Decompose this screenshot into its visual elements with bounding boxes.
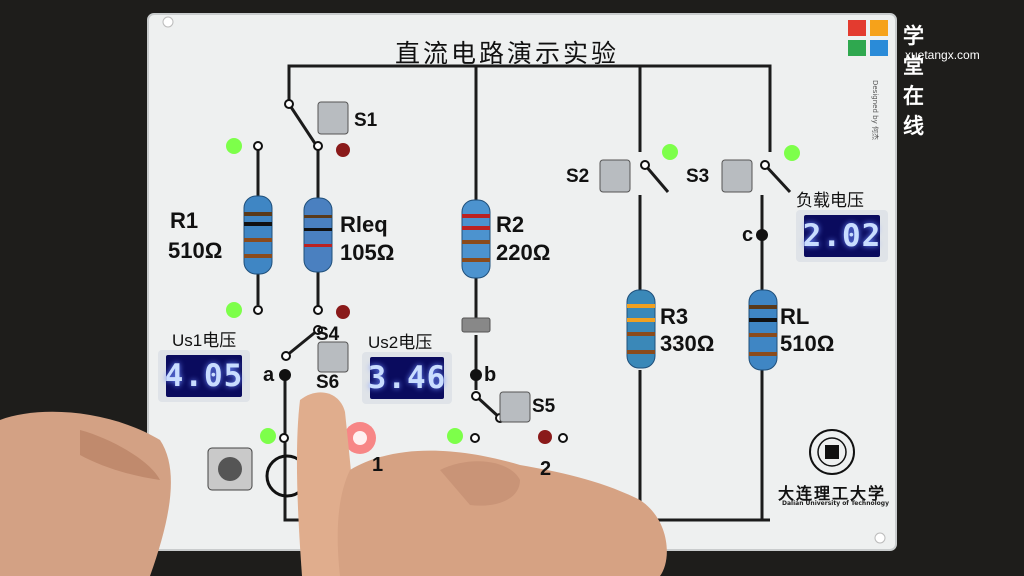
- corner-screw: [162, 16, 174, 28]
- meter-us2-label: Us2电压: [368, 333, 433, 352]
- resistor-r3: [626, 289, 656, 369]
- label-s4: S4: [316, 324, 340, 345]
- label-s6: S6: [316, 372, 340, 393]
- label-r3-name: R3: [660, 304, 689, 329]
- node-b: b: [484, 364, 497, 386]
- meter-us1-reading: 4.05: [164, 358, 244, 394]
- resistor-rleq: [303, 197, 333, 273]
- meter-us1: 4.05: [158, 350, 250, 402]
- brand-name-cn: 学堂在线: [903, 24, 925, 138]
- led-indicators: [226, 138, 800, 454]
- label-r1-name: R1: [170, 208, 199, 233]
- label-s1: S1: [354, 110, 378, 131]
- resistor-r2: [461, 199, 491, 279]
- meter-load: 2.02: [796, 210, 888, 262]
- brand-name-en: xuetangx.com: [905, 48, 980, 62]
- brand-logo: [848, 20, 888, 56]
- label-rleq-name: Rleq: [340, 212, 388, 237]
- corner-screw: [874, 532, 886, 544]
- meter-load-label: 负载电压: [796, 191, 864, 210]
- university-seal: [809, 429, 855, 475]
- label-s3: S3: [686, 166, 710, 187]
- designer-credit: Designed by 何杰: [871, 80, 879, 140]
- label-r1-value: 510Ω: [168, 238, 223, 263]
- label-r3-value: 330Ω: [660, 331, 715, 356]
- label-r2-name: R2: [496, 212, 525, 237]
- resistor-rl: [748, 289, 778, 371]
- junction-dots: [279, 229, 768, 381]
- label-rleq-value: 105Ω: [340, 240, 395, 265]
- source-label-2: 2: [540, 458, 552, 480]
- meter-us2-reading: 3.46: [367, 360, 447, 396]
- meter-us2: 3.46: [362, 352, 452, 404]
- meter-load-reading: 2.02: [802, 218, 882, 254]
- circuit-wiring: [256, 64, 792, 522]
- node-c: c: [742, 224, 754, 246]
- label-rl-name: RL: [780, 304, 810, 329]
- toggle-switches: [317, 101, 753, 423]
- label-s5: S5: [532, 396, 556, 417]
- resistor-r1: [243, 195, 273, 275]
- meter-us1-label: Us1电压: [172, 331, 237, 350]
- presenter-hands: [0, 392, 667, 576]
- label-s2: S2: [566, 166, 590, 187]
- label-rl-value: 510Ω: [780, 331, 835, 356]
- source-label-1: 1: [372, 454, 384, 476]
- university-name-cn: 大连理工大学: [778, 484, 887, 503]
- board-title: 直流电路演示实验: [395, 39, 620, 68]
- node-a: a: [263, 364, 275, 386]
- label-r2-value: 220Ω: [496, 240, 551, 265]
- university-name-en: Dalian University of Technology: [782, 500, 889, 507]
- terminals: [253, 99, 770, 443]
